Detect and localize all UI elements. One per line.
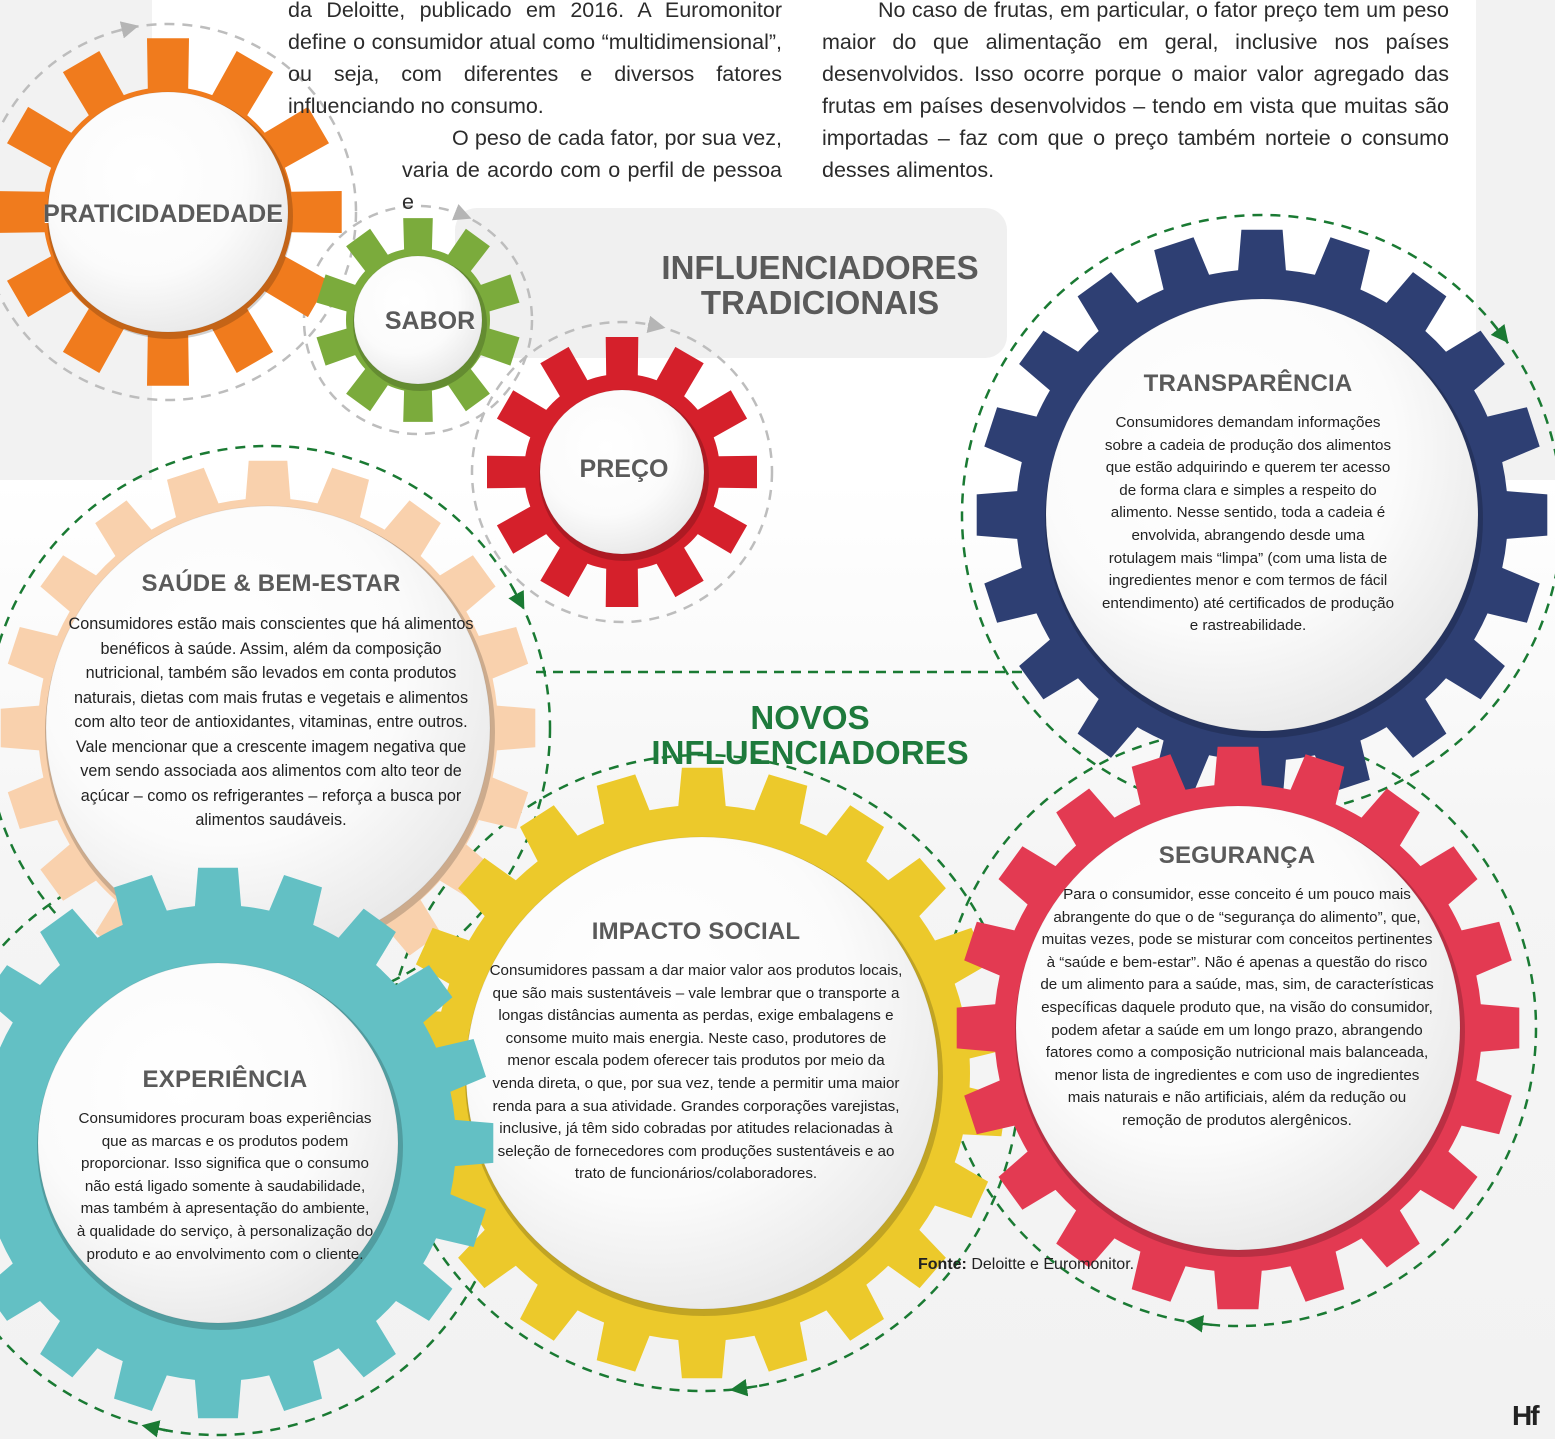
ring-transparencia-arrow xyxy=(1490,321,1509,344)
gear-experiencia-hub xyxy=(37,962,399,1324)
ring-sabor-arrow xyxy=(451,204,472,221)
gear-seguranca-hub xyxy=(1015,805,1461,1251)
intro-paragraph-2: O peso de cada fator, por sua vez, varia… xyxy=(402,126,782,214)
ring-impacto-arrow xyxy=(729,1379,758,1397)
gear-praticidade-hub xyxy=(47,91,289,333)
gear-label-praticidade: PRATICIDADEDADE xyxy=(43,200,283,228)
source-text: Deloitte e Euromonitor. xyxy=(971,1256,1135,1273)
ring-seguranca-arrow xyxy=(1185,1315,1213,1333)
card-impacto: IMPACTO SOCIAL Consumidores passam a dar… xyxy=(486,918,906,1186)
card-saude: SAÚDE & BEM-ESTAR Consumidores estão mai… xyxy=(63,570,479,833)
card-title-seguranca: SEGURANÇA xyxy=(1158,842,1316,869)
card-title-impacto: IMPACTO SOCIAL xyxy=(591,918,801,945)
gear-sabor-hub xyxy=(353,255,483,385)
ring-preco xyxy=(470,320,774,624)
card-text-seguranca: Para o consumidor, esse conceito é um po… xyxy=(1040,886,1434,1129)
card-title-transparencia: TRANSPARÊNCIA xyxy=(1143,370,1353,397)
gear-sabor xyxy=(316,218,520,422)
gear-experiencia xyxy=(0,867,494,1419)
card-experiencia: EXPERIÊNCIA Consumidores procuram boas e… xyxy=(75,1066,375,1266)
gear-preco xyxy=(487,337,757,607)
card-title-saude: SAÚDE & BEM-ESTAR xyxy=(141,570,401,597)
card-text-impacto: Consumidores passam a dar maior valor ao… xyxy=(489,962,903,1183)
intro-paragraph-1: da Deloitte, publicado em 2016. A Euromo… xyxy=(288,0,782,118)
gear-praticidade xyxy=(0,38,342,386)
new-heading: NOVOS INFLUENCIADORES xyxy=(651,699,969,771)
ring-praticidade-arrow xyxy=(119,21,139,39)
gear-transparencia xyxy=(976,229,1548,801)
intro-right-column: No caso de frutas, em particular, o fato… xyxy=(822,0,1449,186)
ring-preco-arrow xyxy=(646,315,666,333)
ring-seguranca xyxy=(938,728,1538,1328)
ring-saude-arrow xyxy=(508,586,525,610)
gear-seguranca xyxy=(956,746,1520,1310)
source-note: Fonte: Deloitte e Euromonitor. xyxy=(918,1256,1134,1274)
card-title-experiencia: EXPERIÊNCIA xyxy=(142,1066,308,1093)
ring-sabor xyxy=(302,204,534,436)
gear-label-preco: PREÇO xyxy=(579,455,669,483)
ring-experiencia-arrow xyxy=(141,1420,168,1438)
card-text-saude: Consumidores estão mais conscientes que … xyxy=(68,615,474,829)
card-transparencia: TRANSPARÊNCIA Consumidores demandam info… xyxy=(1098,370,1398,638)
traditional-heading: INFLUENCIADORES TRADICIONAIS xyxy=(661,249,979,321)
gear-label-sabor: SABOR xyxy=(384,307,476,335)
intro-paragraph-3: No caso de frutas, em particular, o fato… xyxy=(822,0,1449,182)
ring-saude xyxy=(0,444,552,1012)
intro-left-column: da Deloitte, publicado em 2016. A Euromo… xyxy=(262,0,782,218)
card-text-experiencia: Consumidores procuram boas experiências … xyxy=(76,1110,374,1263)
gear-preco-hub xyxy=(539,389,705,555)
ring-praticidade xyxy=(0,22,358,402)
gear-saude xyxy=(0,460,536,996)
card-seguranca: SEGURANÇA Para o consumidor, esse concei… xyxy=(1038,842,1436,1133)
card-text-transparencia: Consumidores demandam informações sobre … xyxy=(1101,414,1395,635)
publisher-logo: Hf xyxy=(1512,1400,1540,1431)
gear-impacto xyxy=(396,767,1008,1379)
traditional-header-panel xyxy=(455,208,1007,358)
gear-transparencia-hub xyxy=(1045,298,1479,732)
source-label: Fonte: xyxy=(918,1256,967,1273)
